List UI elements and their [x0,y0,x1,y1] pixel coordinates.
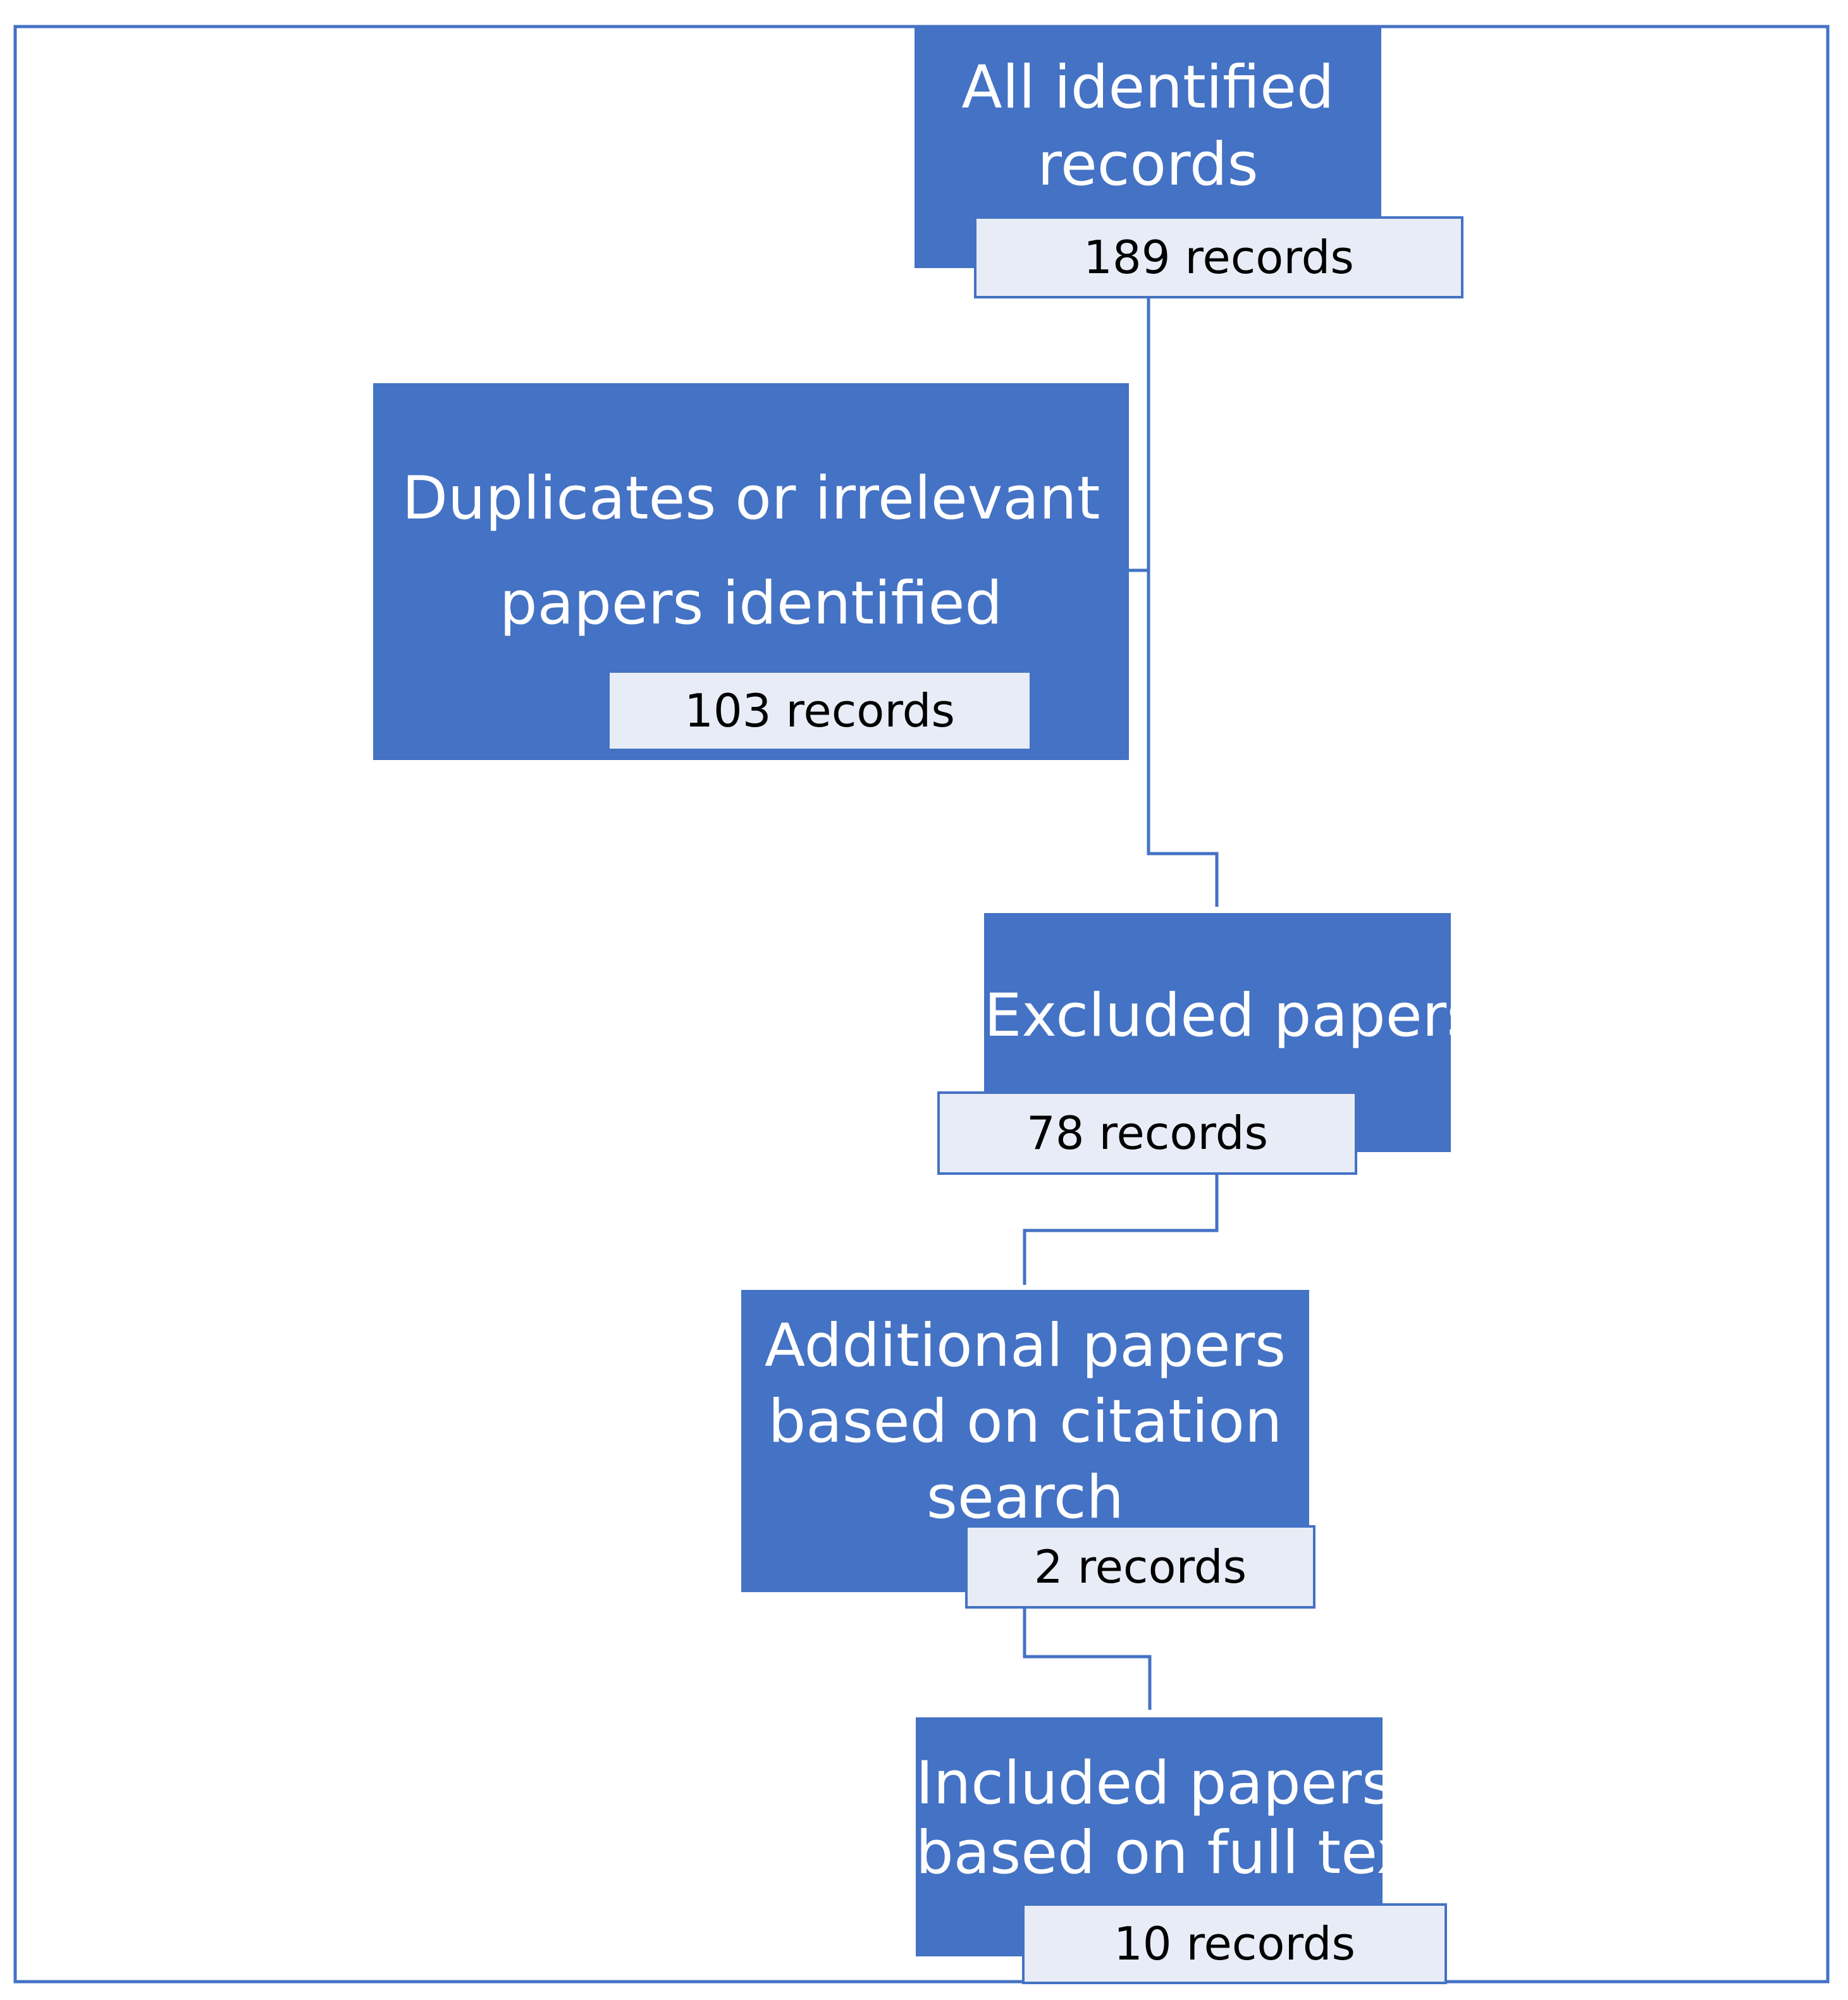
additional-papers-title-line1: Additional papers [764,1311,1286,1380]
identified-records-title-line2: records [1037,130,1259,199]
additional-papers-title-line3: search [926,1463,1124,1532]
connector-excluded-to-additional [1023,1174,1219,1285]
excluded-papers-count: 78 records [937,1091,1357,1175]
additional-papers-title-line2: based on citation [768,1387,1283,1456]
duplicates-count: 103 records [610,673,1030,749]
connector-identified-to-excluded [1147,295,1219,907]
included-papers-count: 10 records [1022,1903,1447,1984]
identified-records-title-line1: All identified [961,53,1334,122]
included-papers-title-line2: based on full text [916,1819,1435,1887]
outer-frame [13,25,1830,1984]
excluded-papers-title: Excluded papers [984,981,1478,1050]
identified-records-count: 189 records [974,216,1463,298]
additional-papers-count: 2 records [965,1525,1315,1609]
connector-additional-to-included [1023,1609,1152,1710]
duplicates-title-line2: papers identified [499,569,1003,638]
duplicates-title-line1: Duplicates or irrelevant [402,464,1100,533]
included-papers-title-line1: Included papers [916,1749,1393,1818]
